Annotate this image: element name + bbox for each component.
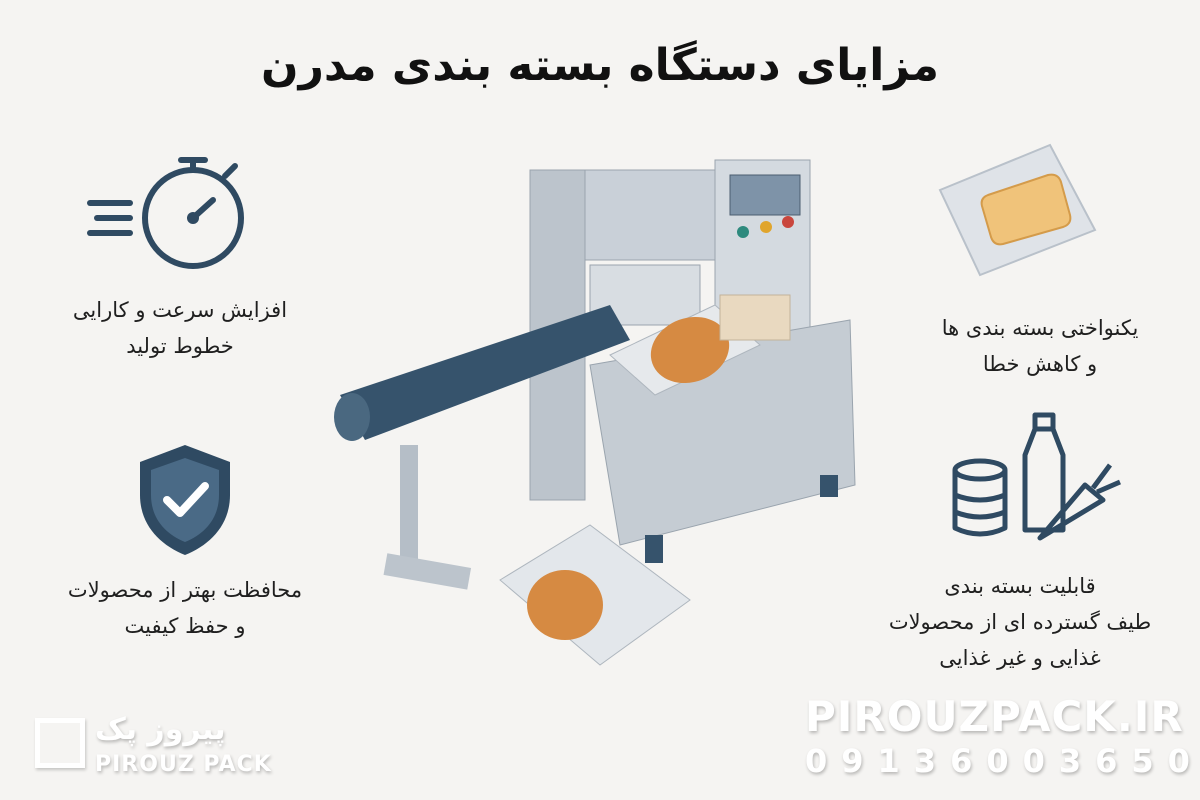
feature-line: قابلیت بسته بندی [944,574,1096,598]
feature-line: غذایی و غیر غذایی [939,646,1101,670]
feature-line: افزایش سرعت و کارایی [72,298,288,322]
logo-persian-text: پیروز پک [95,712,226,747]
sealed-package-icon [938,143,1097,277]
stopwatch-icon [87,157,244,269]
feature-line: طیف گسترده ای از محصولات [888,610,1152,634]
feature-line: و حفظ کیفیت [124,614,246,638]
feature-line: یکنواختی بسته بندی ها [941,316,1139,340]
feature-line: محافظت بهتر از محصولات [67,578,303,602]
feature-versatility: قابلیت بسته بندی طیف گسترده ای از محصولا… [840,568,1200,676]
logo-mark [35,718,85,768]
feature-speed: افزایش سرعت و کارایی خطوط تولید [30,292,330,364]
page-title: مزایای دستگاه بسته بندی مدرن [261,40,939,91]
shield-check-icon [140,445,230,555]
feature-uniformity: یکنواختی بسته بندی ها و کاهش خطا [880,310,1200,382]
feature-line: خطوط تولید [126,334,234,358]
food-products-icon [952,412,1121,541]
feature-protection: محافظت بهتر از محصولات و حفظ کیفیت [20,572,350,644]
packaging-machine-illustration [334,159,856,666]
feature-line: و کاهش خطا [982,352,1098,376]
logo-english-text: PIROUZ PACK [95,752,272,777]
phone-watermark: 09136003650 [805,742,1200,780]
website-watermark: PIROUZPACK.IR [805,692,1184,741]
